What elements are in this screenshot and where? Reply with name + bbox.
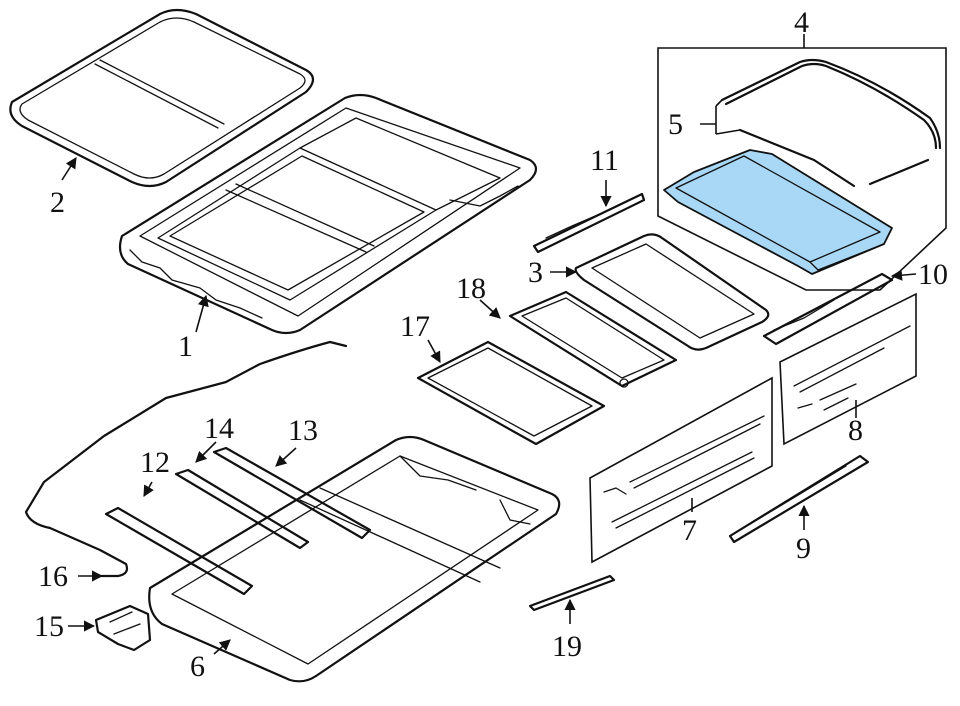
part-8-box xyxy=(779,292,917,446)
part-14-rail xyxy=(174,468,310,550)
callout-labels: 1 2 3 4 5 6 7 8 9 10 11 12 13 14 15 16 1… xyxy=(34,6,948,683)
part-1-sunroof-frame xyxy=(118,93,538,335)
callout-15: 15 xyxy=(34,610,64,643)
part-19-strip xyxy=(528,574,616,612)
callout-16: 16 xyxy=(38,560,68,593)
callout-14: 14 xyxy=(204,412,234,445)
part-6-lower-frame xyxy=(148,435,561,683)
part-15-motor xyxy=(94,604,152,652)
part-9-rail xyxy=(728,454,870,544)
callout-7: 7 xyxy=(682,514,697,547)
callout-4: 4 xyxy=(794,6,809,39)
callout-17: 17 xyxy=(400,310,430,343)
part-11-strip xyxy=(532,192,646,254)
part-12-rail xyxy=(104,506,254,596)
part-2-glass-panel xyxy=(9,8,315,188)
callout-10: 10 xyxy=(918,258,948,291)
part-17-sunshade xyxy=(416,340,606,446)
part-4-highlighted-glass xyxy=(663,149,893,275)
callout-5: 5 xyxy=(668,108,683,141)
callout-3: 3 xyxy=(528,256,543,289)
part-13-rail xyxy=(212,446,372,540)
part-3-glass-seal xyxy=(574,233,770,351)
part-18-glass-pane xyxy=(508,290,678,388)
callout-6: 6 xyxy=(190,650,205,683)
callout-12: 12 xyxy=(140,446,170,479)
part-10-rail xyxy=(762,272,894,346)
callout-8: 8 xyxy=(848,414,863,447)
callout-2: 2 xyxy=(50,186,65,219)
callout-11: 11 xyxy=(590,144,619,177)
callout-13: 13 xyxy=(288,414,318,447)
part-7-box xyxy=(589,376,773,564)
part-4-glass-assembly-box xyxy=(657,47,947,291)
callout-9: 9 xyxy=(796,532,811,565)
callout-1: 1 xyxy=(178,330,193,363)
callout-19: 19 xyxy=(552,630,582,663)
callout-18: 18 xyxy=(456,272,486,305)
leader-lines xyxy=(61,34,917,655)
part-16-cable xyxy=(24,340,348,578)
